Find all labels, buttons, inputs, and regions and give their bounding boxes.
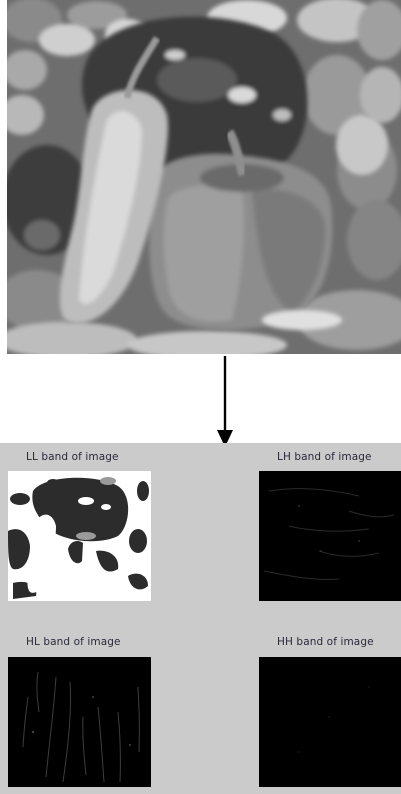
- wavelet-bands-panel: LL band of image LH band of image HL ban…: [0, 443, 401, 794]
- ll-band-image: [8, 471, 151, 601]
- hl-band-image: [8, 657, 151, 787]
- hl-band-title: HL band of image: [26, 636, 121, 648]
- hh-band-title: HH band of image: [277, 636, 374, 648]
- source-peppers-image: [7, 0, 401, 354]
- lh-band-title: LH band of image: [277, 451, 372, 463]
- down-arrow-icon: [214, 356, 236, 448]
- ll-band-title: LL band of image: [26, 451, 119, 463]
- lh-band-image: [259, 471, 401, 601]
- hh-band-image: [259, 657, 401, 787]
